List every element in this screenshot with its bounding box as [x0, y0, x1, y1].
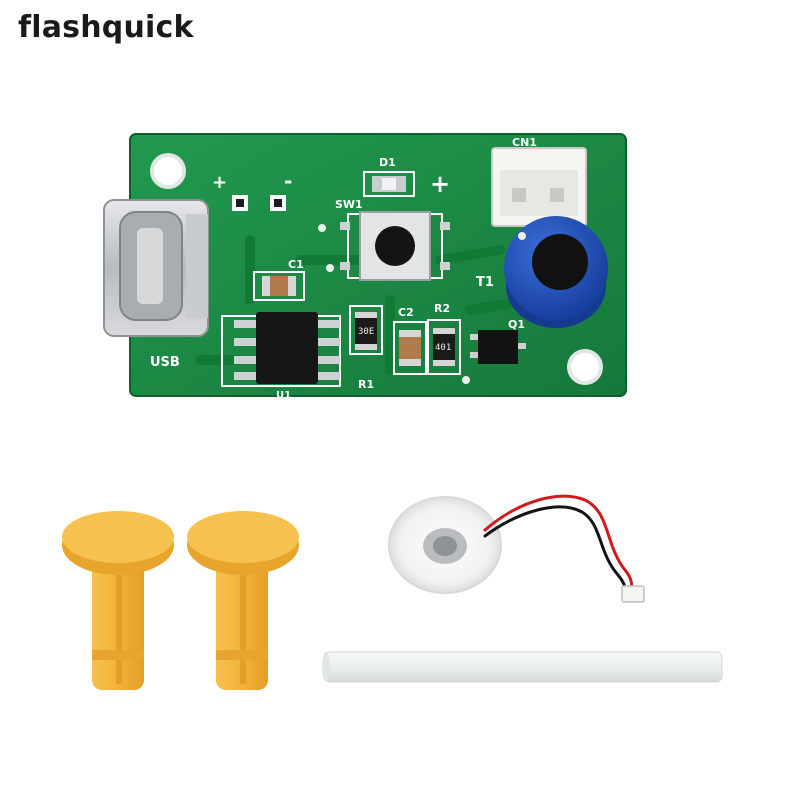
silk-c2: C2 [398, 306, 414, 319]
silk-q1: Q1 [508, 318, 525, 331]
pcb-board: + - D1 + SW1 CN1 C1 C2 R2 Q1 T1 R1 U1 US… [103, 133, 627, 401]
silk-u1: U1 [276, 390, 291, 401]
yellow-stand-right [187, 511, 299, 690]
silk-d1: D1 [379, 156, 396, 169]
resistor-code-r2: 401 [435, 343, 451, 353]
vias [318, 224, 526, 384]
mounting-hole-bottom-right [567, 349, 603, 385]
atomizer-wires [483, 494, 634, 596]
resistor-r2 [427, 319, 461, 375]
connector-cn1 [491, 147, 587, 227]
capacitor-c2 [393, 321, 427, 375]
yellow-stand-left [62, 511, 174, 690]
switch-sw1 [340, 211, 450, 281]
silk-plus-left: + [212, 172, 227, 193]
usb-c-connector [103, 199, 209, 337]
mounting-hole-top-left [150, 153, 186, 189]
silk-minus: - [284, 169, 292, 193]
resistor-code-r1: 30E [358, 327, 374, 337]
cotton-stick [322, 651, 723, 683]
silk-sw1: SW1 [335, 198, 363, 211]
silk-c1: C1 [288, 258, 304, 271]
inductor-t1 [504, 216, 608, 328]
transistor-q1 [470, 330, 526, 364]
led-d1 [363, 171, 415, 197]
silk-t1: T1 [476, 275, 494, 290]
wire-plug [621, 585, 645, 603]
silk-r1: R1 [358, 378, 374, 391]
copper-traces [195, 235, 535, 375]
silk-r2: R2 [434, 302, 450, 315]
silk-usb: USB [150, 355, 180, 370]
silk-plus-right: + [430, 170, 450, 198]
atomizer-disc [388, 496, 502, 594]
watermark-text: flashquick [18, 10, 194, 45]
resistor-r1 [349, 305, 383, 355]
capacitor-c1 [253, 271, 305, 301]
ic-u1 [221, 312, 341, 387]
silk-cn1: CN1 [512, 136, 537, 149]
